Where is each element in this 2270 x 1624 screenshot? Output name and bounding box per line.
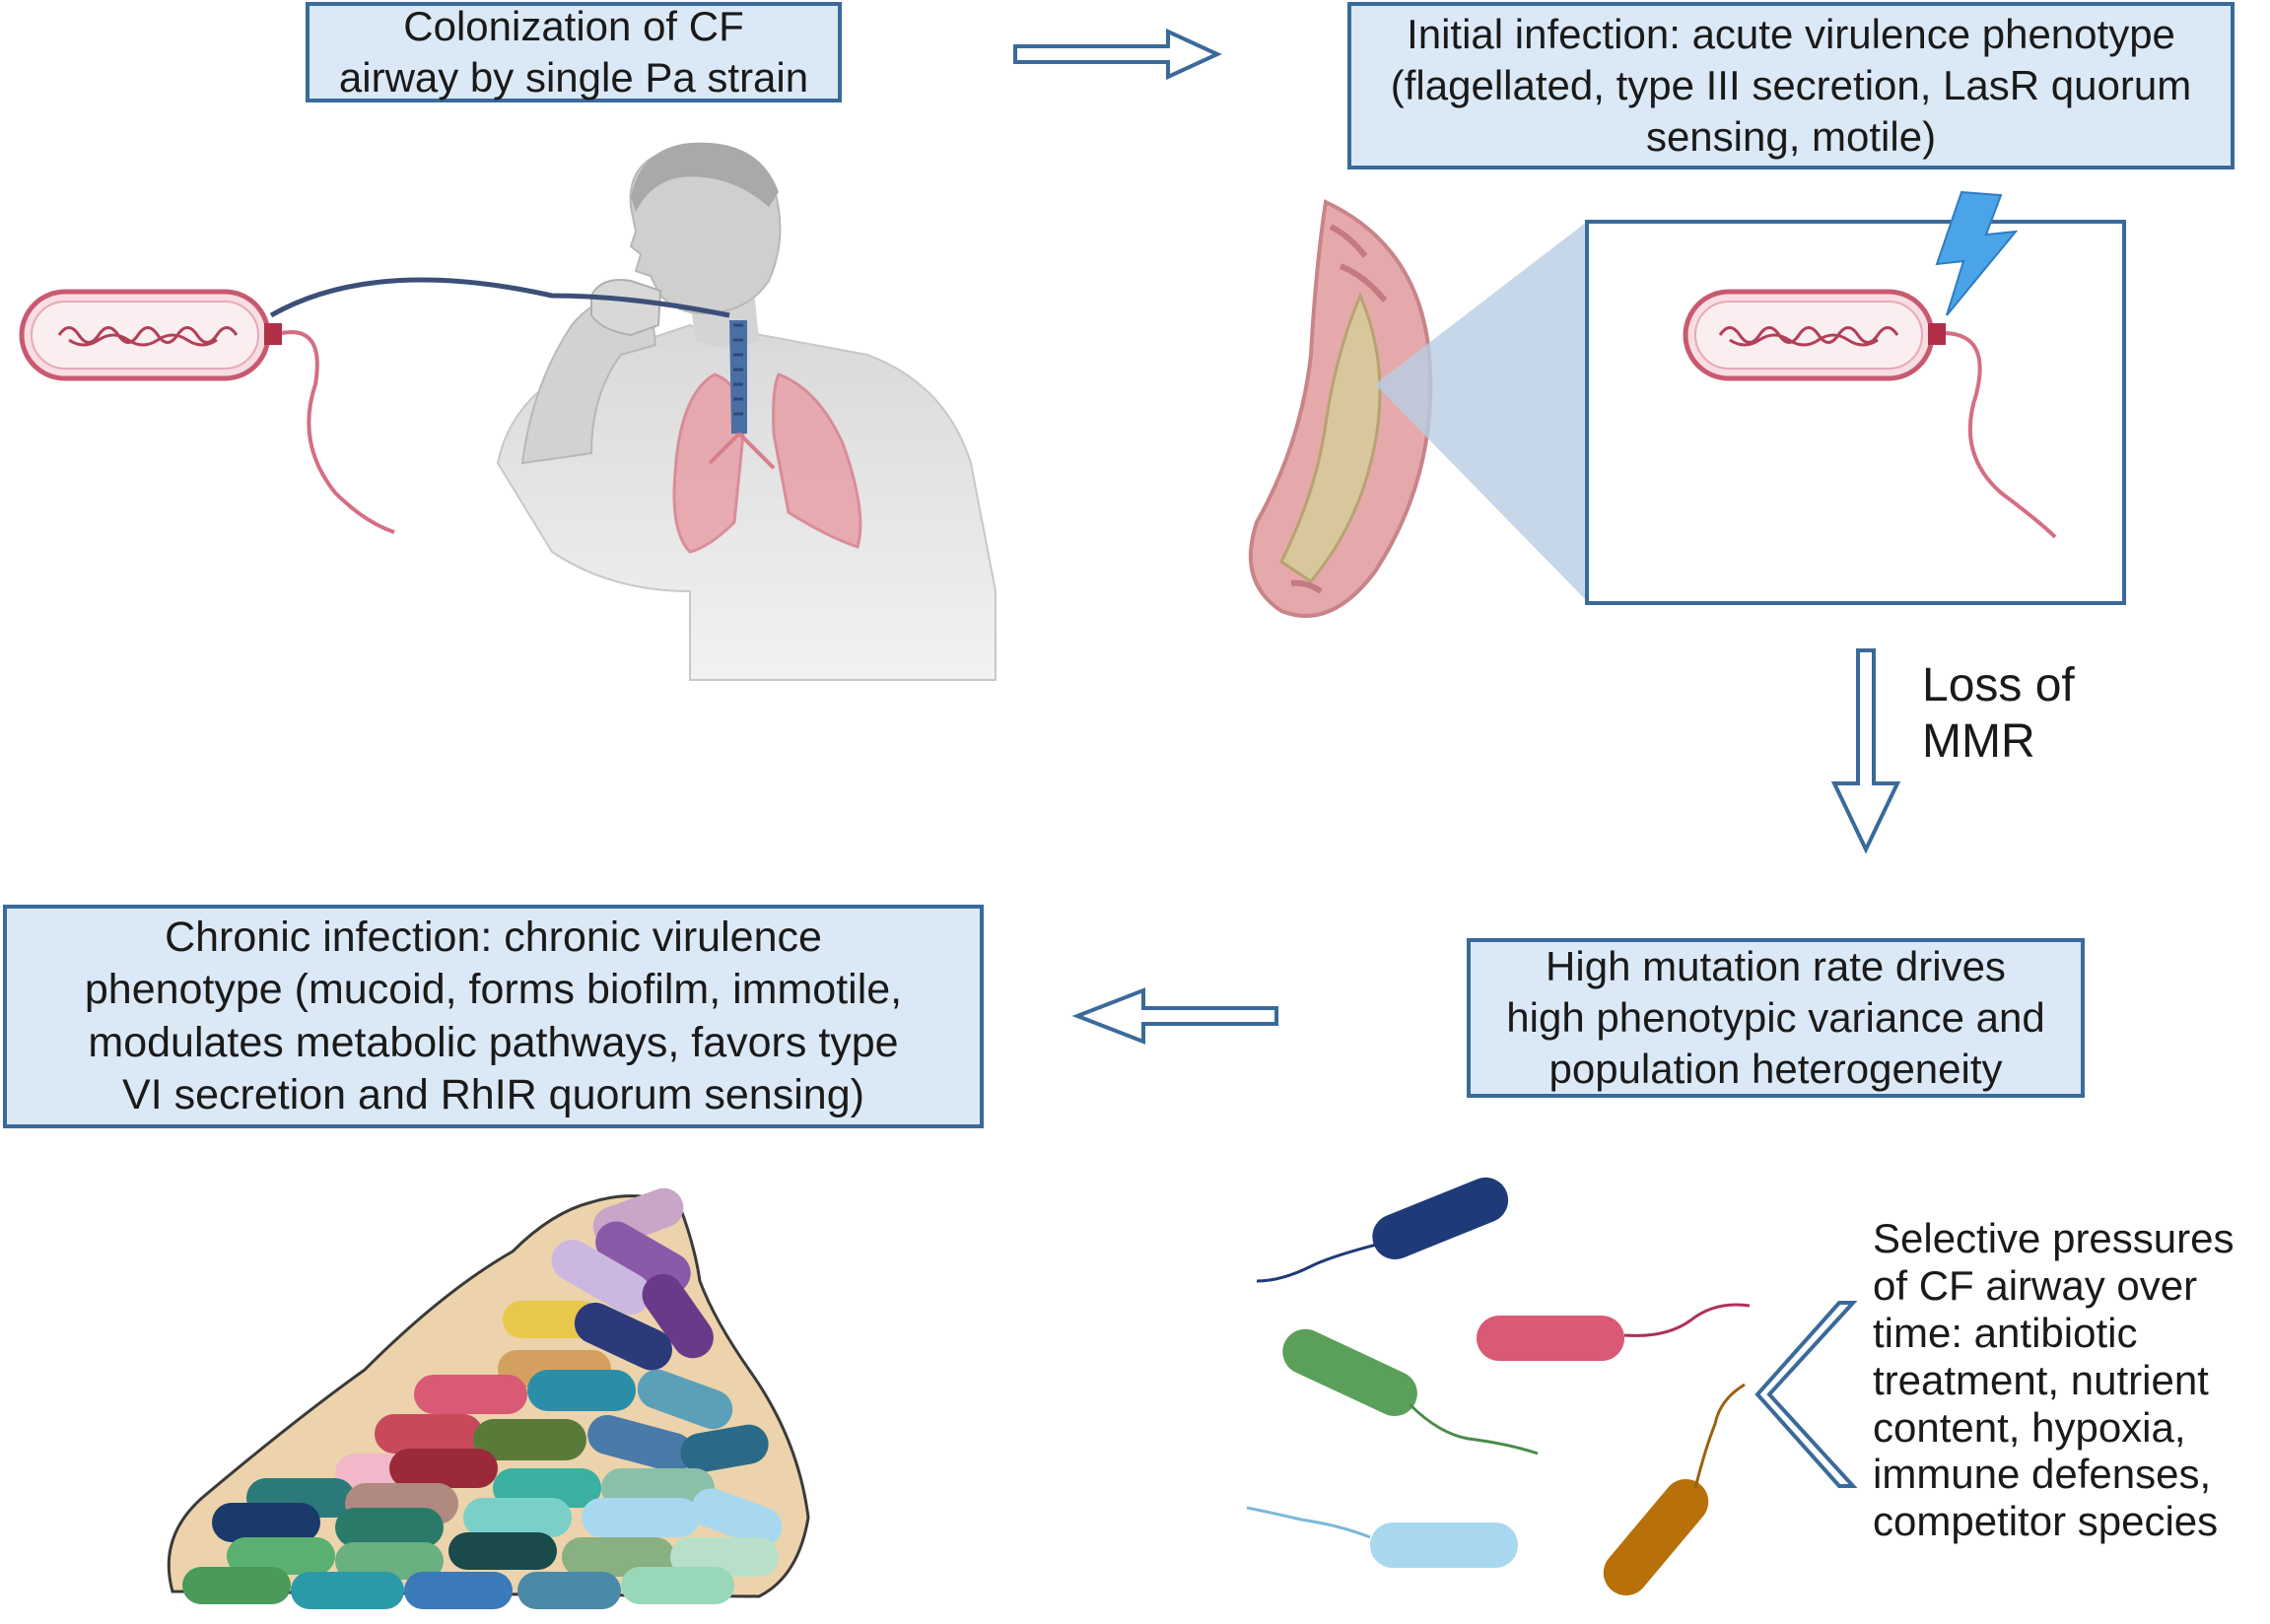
initial-line-1: Initial infection: acute virulence pheno… [1407, 10, 2175, 57]
chronic-line-3: modulates metabolic pathways, favors typ… [88, 1018, 899, 1066]
pressures-line-5: content, hypoxia, [1873, 1403, 2186, 1451]
arrow-down [1830, 648, 1901, 854]
loss-line-2: MMR [1922, 714, 2035, 768]
arrow-left [1071, 987, 1278, 1045]
pressures-line-6: immune defenses, [1873, 1451, 2212, 1498]
pressures-line-1: Selective pressures [1873, 1215, 2235, 1261]
bacteria-population [1246, 1177, 1751, 1596]
colonization-box: Colonization of CF airway by single Pa s… [306, 2, 842, 102]
chronic-line-1: Chronic infection: chronic virulence [165, 913, 822, 961]
pressures-line-7: competitor species [1873, 1498, 2219, 1545]
mutation-line-1: High mutation rate drives [1546, 942, 2006, 989]
pressures-line-4: treatment, nutrient [1873, 1356, 2209, 1403]
initial-infection-box: Initial infection: acute virulence pheno… [1347, 2, 2235, 169]
bacterium-flagellated-left [19, 289, 395, 534]
lightning-icon [1935, 190, 2019, 316]
mutation-line-2: high phenotypic variance and [1506, 993, 2045, 1041]
chronic-line-4: VI secretion and RhIR quorum sensing) [122, 1070, 864, 1118]
chronic-line-2: phenotype (mucoid, forms biofilm, immoti… [84, 966, 903, 1014]
initial-line-3: sensing, motile) [1645, 113, 1937, 161]
selective-pressures-label: Selective pressures of CF airway over ti… [1873, 1215, 2235, 1545]
zoom-inset [1585, 190, 2126, 605]
pressures-line-3: time: antibiotic [1873, 1309, 2138, 1356]
mutation-box: High mutation rate drives high phenotypi… [1467, 938, 2085, 1098]
initial-line-2: (flagellated, type III secretion, LasR q… [1390, 61, 2192, 108]
colonization-line-2: airway by single Pa strain [338, 54, 809, 101]
loss-line-1: Loss of [1922, 659, 2075, 711]
colonization-line-1: Colonization of CF [403, 2, 744, 49]
pressures-line-2: of CF airway over [1873, 1261, 2198, 1309]
pressure-chevron [1754, 1301, 1858, 1488]
loss-of-mmr-label: Loss of MMR [1922, 658, 2075, 770]
biofilm-cluster [167, 1187, 810, 1609]
airway-segment [1248, 199, 1587, 618]
arrow-right [1013, 28, 1222, 81]
chronic-infection-box: Chronic infection: chronic virulence phe… [3, 905, 984, 1128]
person-illustration [269, 142, 997, 681]
mutation-line-3: population heterogeneity [1548, 1046, 2003, 1093]
